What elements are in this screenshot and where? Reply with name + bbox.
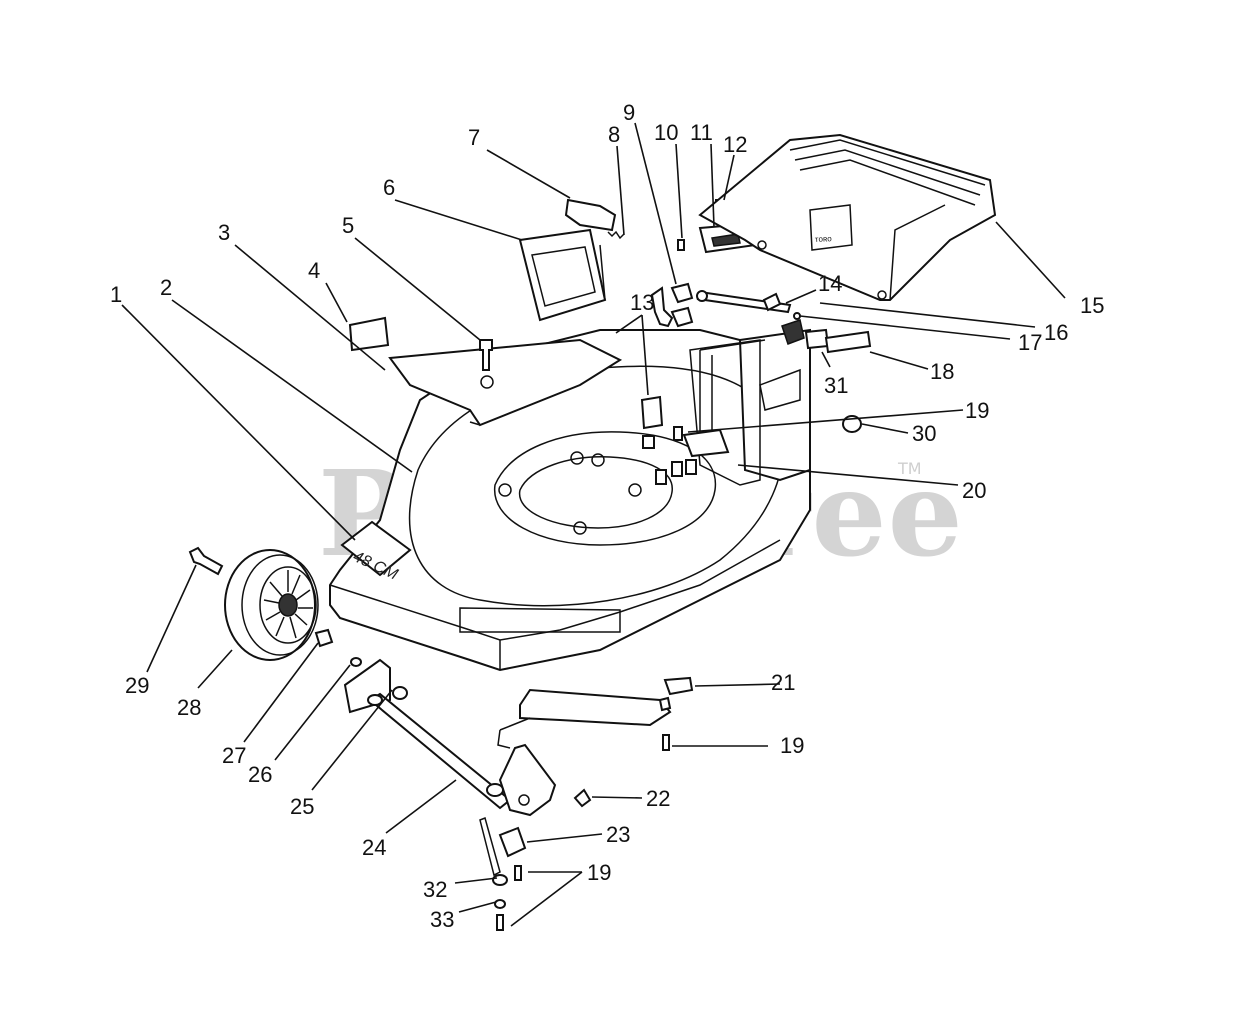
callout-14: 14 [818, 271, 842, 296]
spring-16 [781, 319, 805, 345]
callout-24: 24 [362, 835, 386, 860]
callout-8: 8 [608, 122, 620, 147]
callout-2: 2 [160, 275, 172, 300]
nut-25 [392, 686, 408, 700]
svg-text:ᴛᴏʀᴏ: ᴛᴏʀᴏ [815, 234, 833, 244]
spacer-31 [804, 328, 830, 350]
callout-21: 21 [771, 670, 795, 695]
callout-10: 10 [654, 120, 678, 145]
callout-26: 26 [248, 762, 272, 787]
callout-labels: 1 2 3 4 5 6 7 8 9 10 11 12 13 14 15 16 1… [110, 100, 1104, 932]
callout-27: 27 [222, 743, 246, 768]
callout-15: 15 [1080, 293, 1104, 318]
bushing-18 [824, 330, 872, 354]
callout-18: 18 [930, 359, 954, 384]
callout-17: 17 [1018, 330, 1042, 355]
top-cover-plate [388, 338, 623, 427]
decal-13 [640, 395, 664, 430]
clip-22 [573, 788, 592, 808]
callout-25: 25 [290, 794, 314, 819]
wheel-28 [224, 549, 319, 661]
callout-19-top: 19 [965, 398, 989, 423]
callout-4: 4 [308, 258, 320, 283]
callout-31: 31 [824, 373, 848, 398]
callout-1: 1 [110, 282, 122, 307]
callout-20: 20 [962, 478, 986, 503]
bracket-23 [498, 826, 527, 858]
bushing-27 [314, 628, 334, 648]
callout-19-mid: 19 [780, 733, 804, 758]
callout-16: 16 [1044, 320, 1068, 345]
callout-28: 28 [177, 695, 201, 720]
screw-10 [677, 239, 685, 251]
screw-19-bottom [662, 734, 670, 751]
spring-8 [607, 230, 625, 240]
washer-33 [494, 899, 506, 909]
callout-3: 3 [218, 220, 230, 245]
height-lever-21 [519, 688, 672, 727]
screw-19-lower [496, 914, 504, 931]
callout-6: 6 [383, 175, 395, 200]
screw-5 [479, 339, 493, 371]
rear-cover-15: ᴛᴏʀᴏ [698, 133, 997, 301]
bolt-29 [188, 546, 224, 576]
callout-19-bottom: 19 [587, 860, 611, 885]
leader-lines [121, 122, 1066, 927]
chute-door [518, 228, 607, 322]
callout-32: 32 [423, 877, 447, 902]
pivot-bracket-9 [650, 286, 674, 328]
callout-9: 9 [623, 100, 635, 125]
callout-13: 13 [630, 290, 654, 315]
height-adjust-bracket [498, 743, 557, 817]
callout-33: 33 [430, 907, 454, 932]
callout-5: 5 [342, 213, 354, 238]
callout-30: 30 [912, 421, 936, 446]
washer-32 [492, 874, 508, 886]
washer-17 [793, 312, 801, 320]
callout-29: 29 [125, 673, 149, 698]
callout-23: 23 [606, 822, 630, 847]
callout-7: 7 [468, 125, 480, 150]
latch-7 [564, 198, 617, 232]
watermark-trademark: TM [897, 459, 922, 478]
callout-12: 12 [723, 132, 747, 157]
washer-26 [350, 657, 362, 667]
callout-11: 11 [690, 120, 713, 145]
mower-deck: 48 CM [329, 328, 811, 672]
callout-22: 22 [646, 786, 670, 811]
